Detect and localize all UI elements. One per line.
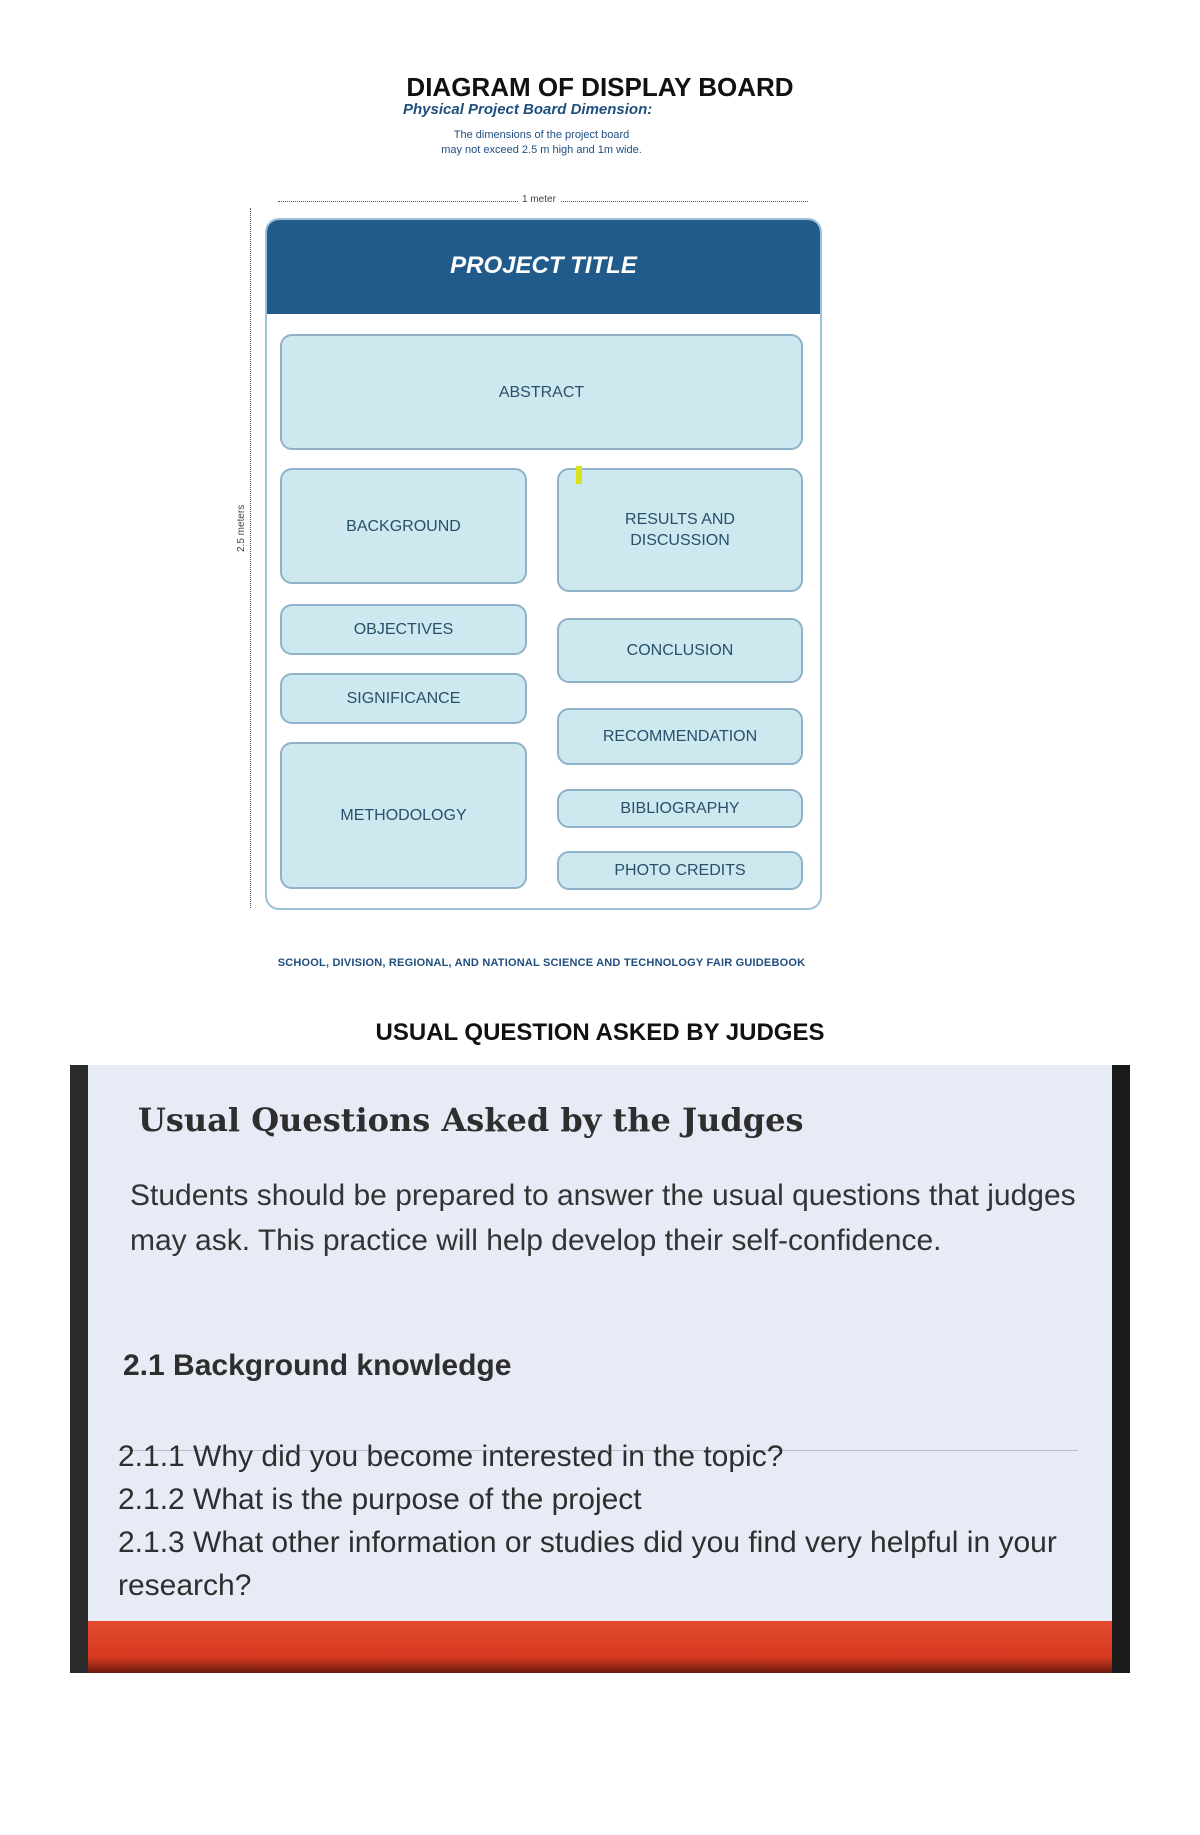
section-methodology-label: METHODOLOGY	[340, 807, 467, 824]
section-conclusion-label: CONCLUSION	[626, 642, 734, 659]
board-dimension-subtitle: Physical Project Board Dimension:	[403, 101, 653, 118]
question-item: 2.1.3 What other information or studies …	[118, 1526, 1057, 1602]
section-photo-credits-label: PHOTO CREDITS	[614, 862, 746, 879]
board-project-title: PROJECT TITLE	[450, 252, 637, 279]
section-bibliography: BIBLIOGRAPHY	[557, 789, 803, 828]
section-recommendation: RECOMMENDATION	[557, 708, 803, 765]
dimension-note-line-1: The dimensions of the project board	[453, 129, 630, 141]
judges-questions-photo: Usual Questions Asked by the Judges Stud…	[70, 1065, 1130, 1673]
section-results-discussion: RESULTS AND DISCUSSION	[557, 468, 803, 592]
section-results-label: RESULTS AND DISCUSSION	[625, 511, 735, 549]
display-board: PROJECT TITLE ABSTRACT BACKGROUND OBJECT…	[265, 218, 822, 910]
question-item: 2.1.1 Why did you become interested in t…	[118, 1440, 784, 1473]
photo-intro: Students should be prepared to answer th…	[130, 1179, 1076, 1257]
dimension-note-line-2: may not exceed 2.5 m high and 1m wide.	[441, 144, 642, 156]
photo-divider	[118, 1450, 1078, 1451]
photo-subheading: 2.1 Background knowledge	[123, 1349, 512, 1382]
section-background-label: BACKGROUND	[346, 517, 461, 535]
width-dimension-label: 1 meter	[518, 194, 560, 205]
section-recommendation-label: RECOMMENDATION	[602, 728, 758, 745]
dimension-note: The dimensions of the project board may …	[0, 128, 1083, 158]
board-header: PROJECT TITLE	[267, 220, 820, 314]
section-abstract: ABSTRACT	[280, 334, 803, 450]
photo-heading: Usual Questions Asked by the Judges	[138, 1101, 804, 1139]
section-abstract-label: ABSTRACT	[498, 383, 585, 401]
section-significance: SIGNIFICANCE	[280, 673, 527, 724]
height-dimension-line	[250, 208, 251, 908]
section-background: BACKGROUND	[280, 468, 527, 584]
photo-screen: Usual Questions Asked by the Judges Stud…	[88, 1065, 1112, 1625]
photo-left-edge	[70, 1065, 88, 1673]
section-conclusion: CONCLUSION	[557, 618, 803, 683]
page-title: DIAGRAM OF DISPLAY BOARD	[406, 72, 794, 102]
section-methodology: METHODOLOGY	[280, 742, 527, 889]
judges-section-title: USUAL QUESTION ASKED BY JUDGES	[375, 1019, 825, 1046]
section-objectives: OBJECTIVES	[280, 604, 527, 655]
photo-bottom-band	[88, 1621, 1112, 1673]
section-bibliography-label: BIBLIOGRAPHY	[620, 800, 740, 817]
question-item: 2.1.2 What is the purpose of the project	[118, 1483, 642, 1516]
guidebook-caption: SCHOOL, DIVISION, REGIONAL, AND NATIONAL…	[277, 957, 806, 969]
section-objectives-label: OBJECTIVES	[353, 621, 454, 638]
height-dimension-label: 2.5 meters	[236, 504, 247, 552]
photo-right-edge	[1112, 1065, 1130, 1673]
text-cursor-highlight	[576, 466, 582, 484]
section-photo-credits: PHOTO CREDITS	[557, 851, 803, 890]
section-significance-label: SIGNIFICANCE	[346, 690, 461, 707]
